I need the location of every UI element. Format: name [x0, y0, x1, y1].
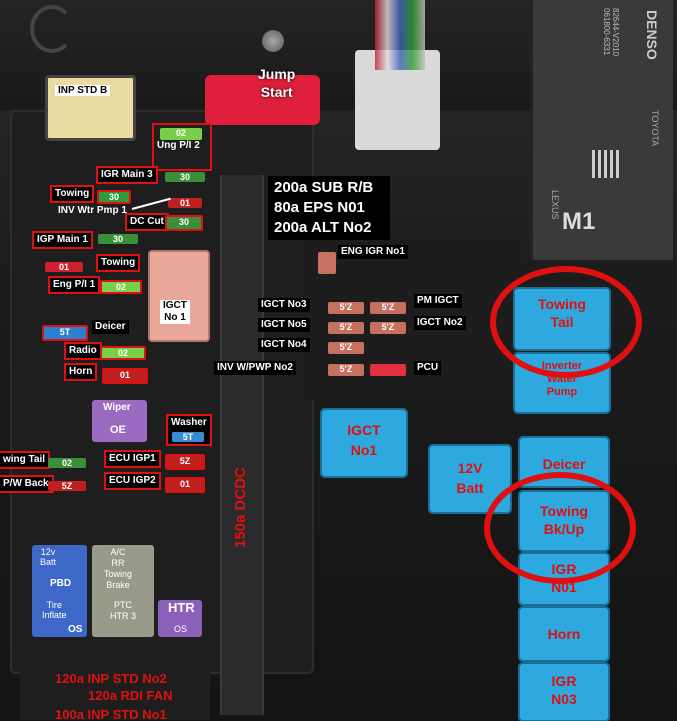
igct-no2-fuse: 5'Z [370, 322, 406, 334]
igct-no4-fuse: 5'Z [328, 342, 364, 354]
ecu-igp2-label: ECU IGP2 [104, 472, 161, 490]
pw-back-fuse: 5Z [48, 481, 86, 491]
inv-fuse: 01 [168, 198, 202, 208]
relay-igr-n03-label: IGR N03 [551, 673, 577, 707]
inp-std-no1-label: 100a INP STD No1 [55, 707, 167, 721]
blue-fuse-value: OS [68, 624, 83, 635]
inp-std-no2-label: 120a INP STD No2 [55, 671, 167, 686]
pm-igct-label: PM IGCT [414, 294, 462, 308]
ung-pi2-label: Ung P/I 2 [152, 123, 212, 171]
pcu-fuse [370, 364, 406, 376]
relay-horn: Horn [518, 606, 610, 662]
igp-main1-label: IGP Main 1 [32, 231, 93, 249]
igct-no2-label: IGCT No2 [414, 316, 466, 330]
igct-no1-maxi-label: IGCT No 1 [160, 300, 190, 324]
wiper-value: OE [110, 424, 126, 436]
igr-main3-fuse: 30 [165, 172, 205, 182]
towing-bkup-circle [484, 472, 636, 584]
towing-tail-fuse: 02 [48, 458, 86, 468]
relay-deicer-label: Deicer [542, 456, 586, 472]
ac-rr-towing-label: A/C RR Towing Brake [104, 547, 133, 590]
towing-label-2: Towing [96, 254, 141, 272]
big-fuse-list: 200a SUB R/B 80a EPS N01 200a ALT No2 [268, 176, 390, 240]
washer-fuse: 5T [172, 432, 204, 442]
rdi-fan-label: 120a RDI FAN [88, 688, 173, 703]
ecu-igp1-fuse: 5Z [165, 454, 205, 470]
towing-label-1: Towing [50, 185, 95, 203]
ac-rr-fuse [92, 545, 154, 637]
towing-tail-circle [490, 266, 642, 378]
igct-no3-label: IGCT No3 [258, 298, 310, 312]
eng-igr-no1-label: ENG IGR No1 [338, 245, 408, 259]
eng-igr-fuse [318, 252, 336, 274]
pbd-label: PBD [50, 578, 72, 589]
center-channel [220, 175, 264, 715]
eng-pi1-label: Eng P/I 1 [48, 276, 101, 294]
bolt-icon [262, 30, 284, 52]
towing-fuse-2: 01 [45, 262, 83, 272]
radio-label: Radio [64, 342, 102, 360]
towing-fuse-1: 30 [97, 190, 131, 204]
horn-fuse-label: Horn [64, 363, 98, 381]
toyota-text: TOYOTA [650, 110, 660, 147]
batt-12v-small-label: 12v Batt [40, 547, 57, 567]
ecu-part-number: 82644-V2010 061800-6331 [602, 8, 620, 57]
relay-igr-n03: IGR N03 [518, 662, 610, 721]
eng-pi1-fuse: 02 [100, 280, 142, 294]
denso-logo: DENSO [644, 10, 660, 60]
ptc-htr3-label: PTC HTR 3 [110, 600, 137, 621]
horn-fuse: 01 [102, 368, 148, 384]
deicer-fuse: 5T [42, 325, 88, 341]
pm-igct-fuse: 5'Z [370, 302, 406, 314]
towing-tail-left-label: wing Tail [0, 451, 51, 469]
htr-fuse-value: OS [174, 624, 188, 634]
jump-start-terminal [205, 75, 320, 125]
jump-start-label: Jump Start [258, 66, 296, 100]
dc-cut-label: DC Cut [125, 213, 169, 231]
ecu-igp1-label: ECU IGP1 [104, 450, 161, 468]
eps-n01-80a: 80a EPS N01 [274, 199, 365, 216]
relay-igct-no1: IGCT No1 [320, 408, 408, 478]
m1-label: M1 [562, 208, 596, 235]
inv-wpwp-no2-label: INV W/PWP No2 [214, 361, 296, 375]
radio-fuse: 02 [100, 346, 146, 360]
pw-back-label: P/W Back [0, 475, 54, 493]
inp-std-b-label: INP STD B [55, 85, 111, 96]
igct-no5-label: IGCT No5 [258, 318, 310, 332]
right-ecu-module [530, 0, 673, 260]
relay-horn-label: Horn [547, 626, 581, 642]
tire-inflate-label: Tire Inflate [42, 600, 67, 620]
qr-code [592, 150, 620, 178]
dc-cut-fuse: 30 [165, 215, 203, 231]
htr-label: HTR [168, 600, 195, 615]
ecu-igp2-fuse: 01 [165, 477, 205, 493]
pcu-label: PCU [414, 361, 442, 375]
wiper-fuse [92, 400, 147, 442]
deicer-fuse-label: Deicer [92, 320, 129, 334]
inv-wpwp-fuse: 5'Z [328, 364, 364, 376]
relay-igct-no1-label: IGCT No1 [347, 422, 381, 458]
wire-bundle [375, 0, 425, 70]
lexus-text: LEXUS [550, 190, 560, 220]
igr-main3-label: IGR Main 3 [96, 166, 158, 184]
igct-no4-label: IGCT No4 [258, 338, 310, 352]
igp-main1-fuse: 30 [98, 234, 138, 244]
igct-no1-maxi-fuse [148, 250, 210, 342]
sub-rb-200a: 200a SUB R/B [274, 179, 374, 196]
htr-fuse [158, 600, 202, 637]
igct-no5-fuse: 5'Z [328, 322, 364, 334]
c-logo [30, 5, 74, 53]
batt-pbd-tire-fuse [32, 545, 87, 637]
inv-wtr-pmp1-label: INV Wtr Pmp 1 [58, 205, 127, 216]
igct-no3-fuse: 5'Z [328, 302, 364, 314]
wiper-label: Wiper [103, 402, 131, 413]
dcdc-150a-label: 150a DCDC [232, 467, 249, 548]
relay-12v-batt-label: 12V Batt [456, 460, 484, 496]
ung-pi2-fuse: 02 [160, 128, 202, 140]
alt-no2-200a: 200a ALT No2 [274, 219, 372, 236]
